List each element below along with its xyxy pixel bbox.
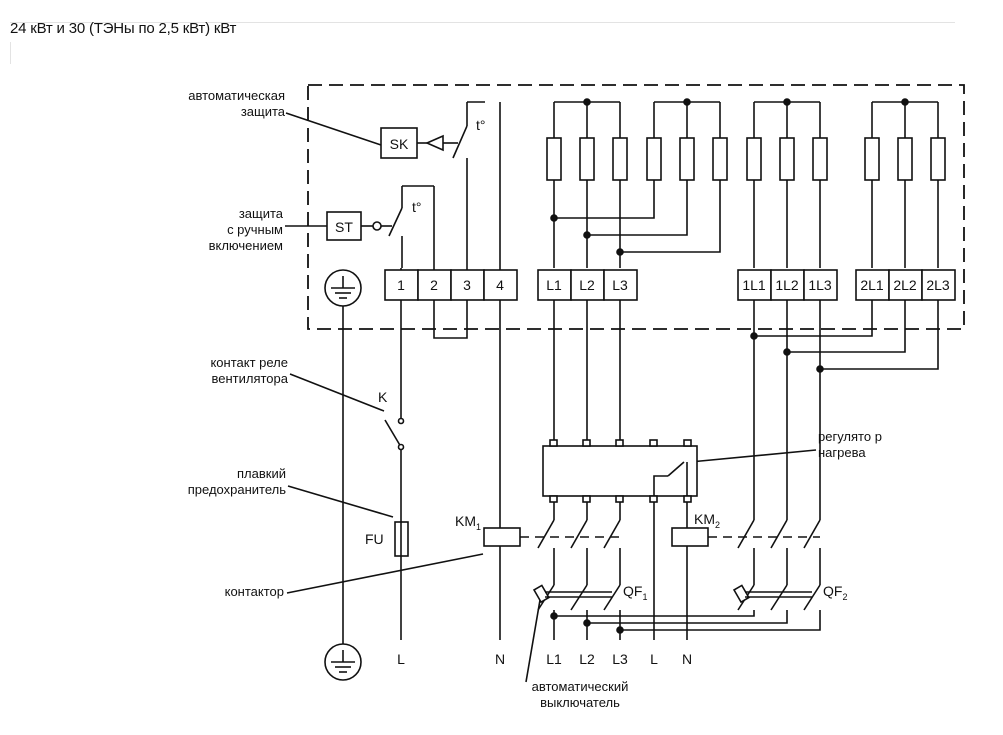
st-label: ST	[335, 219, 353, 235]
supply-l-control: L	[397, 651, 405, 667]
label-auto-protection-2: защита	[241, 104, 286, 119]
st-temp-label: t°	[412, 199, 422, 215]
km1-contact-1	[537, 519, 555, 549]
sk-actuator	[425, 134, 444, 152]
qf1-label: QF1	[623, 583, 647, 602]
label-auto-protection-1: автоматическая	[188, 88, 285, 103]
header-rule	[10, 22, 955, 23]
supply-l2: L2	[579, 651, 595, 667]
st-switch-blade	[388, 207, 403, 237]
supply-l3: L3	[612, 651, 628, 667]
label-manual-protection-3: включением	[209, 238, 283, 253]
st-actuator	[372, 221, 382, 231]
km1-contact-3	[603, 519, 621, 549]
contactor-km1-coil	[483, 527, 521, 547]
terminal-2l3-label: 2L3	[926, 277, 950, 293]
label-breaker-2: выключатель	[540, 695, 620, 710]
heater-group-a	[546, 98, 628, 268]
relay-contact-bottom	[397, 443, 405, 451]
leader-fuse	[287, 485, 394, 518]
terminal-2l1-label: 2L1	[860, 277, 884, 293]
km2-label: KM2	[694, 511, 720, 530]
terminal-1-label: 1	[397, 277, 405, 293]
relay-k-label: K	[378, 389, 388, 405]
heater-group-b	[550, 98, 728, 256]
terminal-3-label: 3	[463, 277, 471, 293]
jumper-2-3	[433, 300, 468, 339]
supply-n-control: N	[495, 651, 505, 667]
heater-group-d	[864, 98, 946, 268]
regulator-contact	[667, 461, 685, 477]
label-fan-relay-2: вентилятора	[211, 371, 288, 386]
side-rule	[10, 42, 11, 64]
km2-contact-1	[737, 519, 755, 549]
km2-contact-3	[803, 519, 821, 549]
leader-fan-relay	[289, 373, 385, 412]
sk-device	[380, 127, 418, 159]
qf2-label: QF2	[823, 583, 847, 602]
heater-group-c	[746, 98, 828, 268]
sk-temp-label: t°	[476, 117, 486, 133]
terminal-1l2-label: 1L2	[775, 277, 799, 293]
parallel-links	[750, 300, 939, 373]
label-fuse-1: плавкий	[237, 466, 286, 481]
terminal-l2-label: L2	[579, 277, 595, 293]
sk-label: SK	[390, 136, 409, 152]
supply-n-regulator: N	[682, 651, 692, 667]
label-contactor: контактор	[225, 584, 284, 599]
label-fuse-2: предохранитель	[188, 482, 286, 497]
fuse-fu-label: FU	[365, 531, 384, 547]
km1-label: KM1	[455, 513, 481, 532]
terminal-1l3-label: 1L3	[808, 277, 832, 293]
label-breaker-1: автоматический	[532, 679, 629, 694]
supply-l1: L1	[546, 651, 562, 667]
terminal-4	[483, 269, 518, 301]
st-device	[326, 211, 362, 241]
heater-housing-boundary	[307, 84, 965, 330]
terminal-l1-label: L1	[546, 277, 562, 293]
terminal-4-label: 4	[496, 277, 504, 293]
label-manual-protection-2: с ручным	[227, 222, 283, 237]
label-regulator-1: регулято р	[818, 429, 882, 444]
sk-switch-blade	[452, 125, 468, 159]
terminal-2l2-label: 2L2	[893, 277, 917, 293]
supply-l-regulator: L	[650, 651, 658, 667]
label-fan-relay-1: контакт реле	[210, 355, 288, 370]
breaker-qf2	[550, 584, 821, 634]
label-manual-protection-1: защита	[239, 206, 284, 221]
contactor-km2-coil	[671, 527, 709, 547]
km1-contact-2	[570, 519, 588, 549]
terminal-1l1-label: 1L1	[742, 277, 766, 293]
km2-contact-2	[770, 519, 788, 549]
relay-contact-top	[397, 417, 405, 425]
page-title: 24 кВт и 30 (ТЭНы по 2,5 кВт) кВт	[10, 20, 237, 37]
relay-k-blade	[384, 419, 402, 448]
leader-regulator	[689, 449, 817, 463]
terminal-l3-label: L3	[612, 277, 628, 293]
breaker-qf1	[532, 584, 621, 640]
leader-breaker	[525, 599, 541, 683]
terminal-2-label: 2	[430, 277, 438, 293]
label-regulator-2: нагрева	[818, 445, 866, 460]
leader-contactor	[286, 553, 484, 594]
leader-auto-protection	[285, 112, 382, 146]
